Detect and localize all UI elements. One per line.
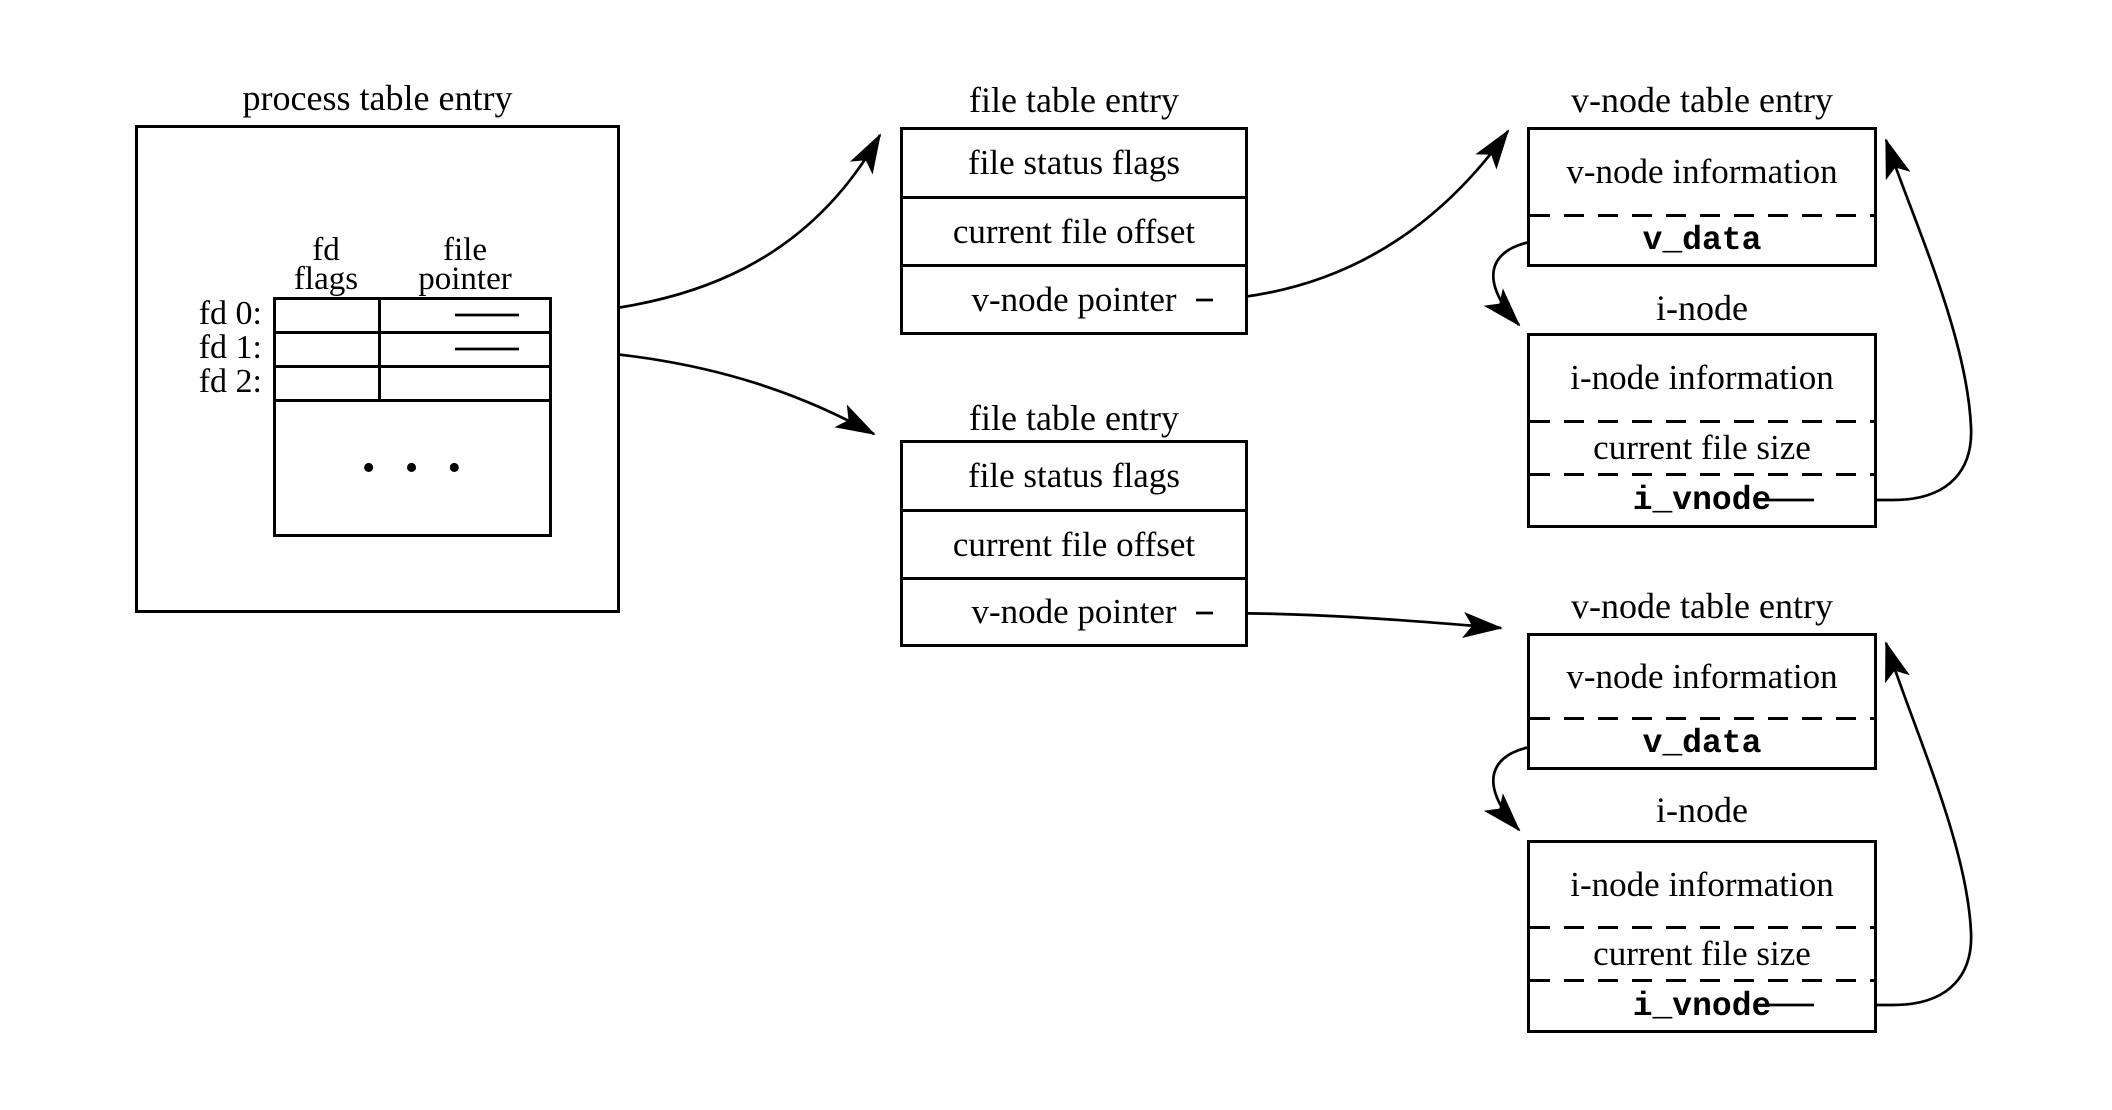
current-file-offset-row: current file offset [903,196,1245,264]
fd-flags-line1: fd [312,232,340,268]
vnode-pointer-row: v-node pointer [903,264,1245,332]
inode-information-row: i-node information [1570,358,1834,397]
file-pointer-line1: file [443,232,487,268]
file-status-flags-row: file status flags [968,143,1180,182]
ivnode-row: i_vnode [1632,987,1772,1025]
fd-table-ellipsis: • • • [362,447,463,489]
fd-column-divider [378,300,381,402]
file-table-0-title: file table entry [969,80,1179,120]
vnode-information-row: v-node information [1566,152,1838,191]
current-file-size-row: current file size [1593,934,1811,973]
vdata-row: v_data [1642,222,1762,259]
process-table-title: process table entry [242,78,513,118]
inode-0-box: i-node information current file size i_v… [1527,333,1877,528]
dashed-divider [1530,214,1874,217]
vnode-table-0-title: v-node table entry [1571,80,1833,120]
file-pointer-line2: pointer [418,261,512,297]
fd2-row-label: fd 2: [198,363,262,400]
file-status-flags-row: file status flags [968,456,1180,495]
dashed-divider [1530,926,1874,929]
fd0-row-label: fd 0: [198,295,262,332]
dashed-divider [1530,979,1874,982]
fd-row-divider [276,399,549,402]
fd-table: • • • [273,297,552,537]
current-file-offset-row: current file offset [903,509,1245,577]
inode-1-box: i-node information current file size i_v… [1527,840,1877,1033]
inode-0-title: i-node [1656,288,1748,328]
file-pointer-column-label: file pointer [389,232,541,297]
inode-1-title: i-node [1656,790,1748,830]
vnode-pointer-row: v-node pointer [903,577,1245,644]
vnode-table-0-box: v-node information v_data [1527,127,1877,267]
dashed-divider [1530,420,1874,423]
dashed-divider [1530,717,1874,720]
fd-flags-column-label: fd flags [250,232,402,297]
dashed-divider [1530,473,1874,476]
fd-row-divider [276,365,549,368]
current-file-size-row: current file size [1593,428,1811,467]
fd-row-divider [276,331,549,334]
vnode-information-row: v-node information [1566,656,1838,696]
vdata-row: v_data [1642,725,1762,762]
fd1-row-label: fd 1: [198,329,262,366]
ivnode-row: i_vnode [1632,482,1772,519]
inode-information-row: i-node information [1570,864,1834,904]
vnode-table-1-title: v-node table entry [1571,586,1833,626]
vnode-table-1-box: v-node information v_data [1527,633,1877,770]
arrow-vnode-pointer-1-to-vnode-table-1 [1211,611,1503,638]
file-table-0-box: file status flags current file offset v-… [900,127,1248,335]
arrow-vnode-pointer-0-to-vnode-table-0 [1211,129,1510,302]
fd-flags-line2: flags [293,261,359,297]
file-table-1-box: file status flags current file offset v-… [900,440,1248,647]
file-table-1-title: file table entry [969,398,1179,438]
